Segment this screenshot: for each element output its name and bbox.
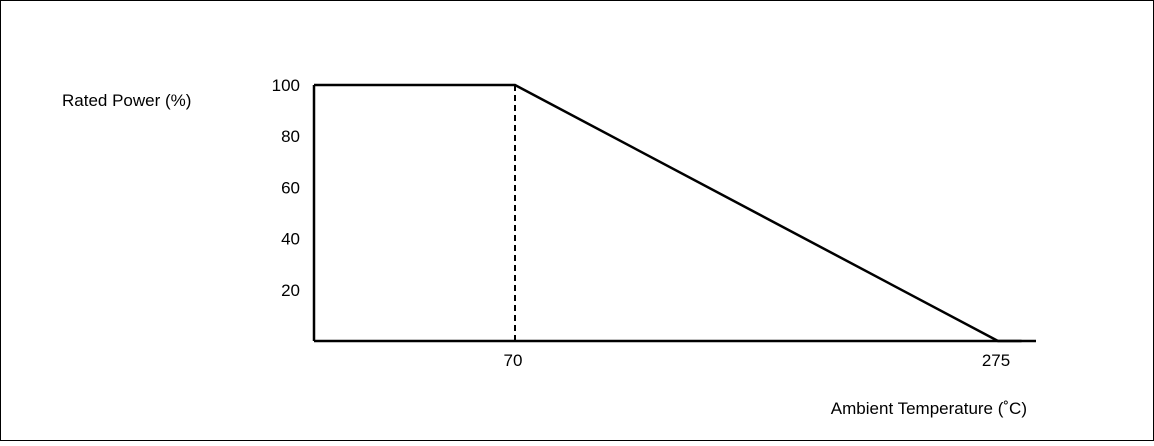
chart-marks — [314, 83, 1022, 343]
tick-labels: 20 40 60 80 100 70 275 — [272, 76, 1011, 370]
y-tick-label-80: 80 — [281, 127, 300, 146]
y-tick-label-60: 60 — [281, 178, 300, 197]
x-tick-label-275: 275 — [982, 351, 1010, 370]
x-axis-label: Ambient Temperature (˚C) — [831, 399, 1027, 418]
y-axis-label: Rated Power (%) — [62, 91, 191, 110]
x-tick-label-70: 70 — [504, 351, 523, 370]
derating-curve — [314, 83, 1022, 343]
y-tick-label-100: 100 — [272, 76, 300, 95]
y-tick-label-40: 40 — [281, 230, 300, 249]
axes — [312, 85, 1036, 343]
y-tick-label-20: 20 — [281, 281, 300, 300]
